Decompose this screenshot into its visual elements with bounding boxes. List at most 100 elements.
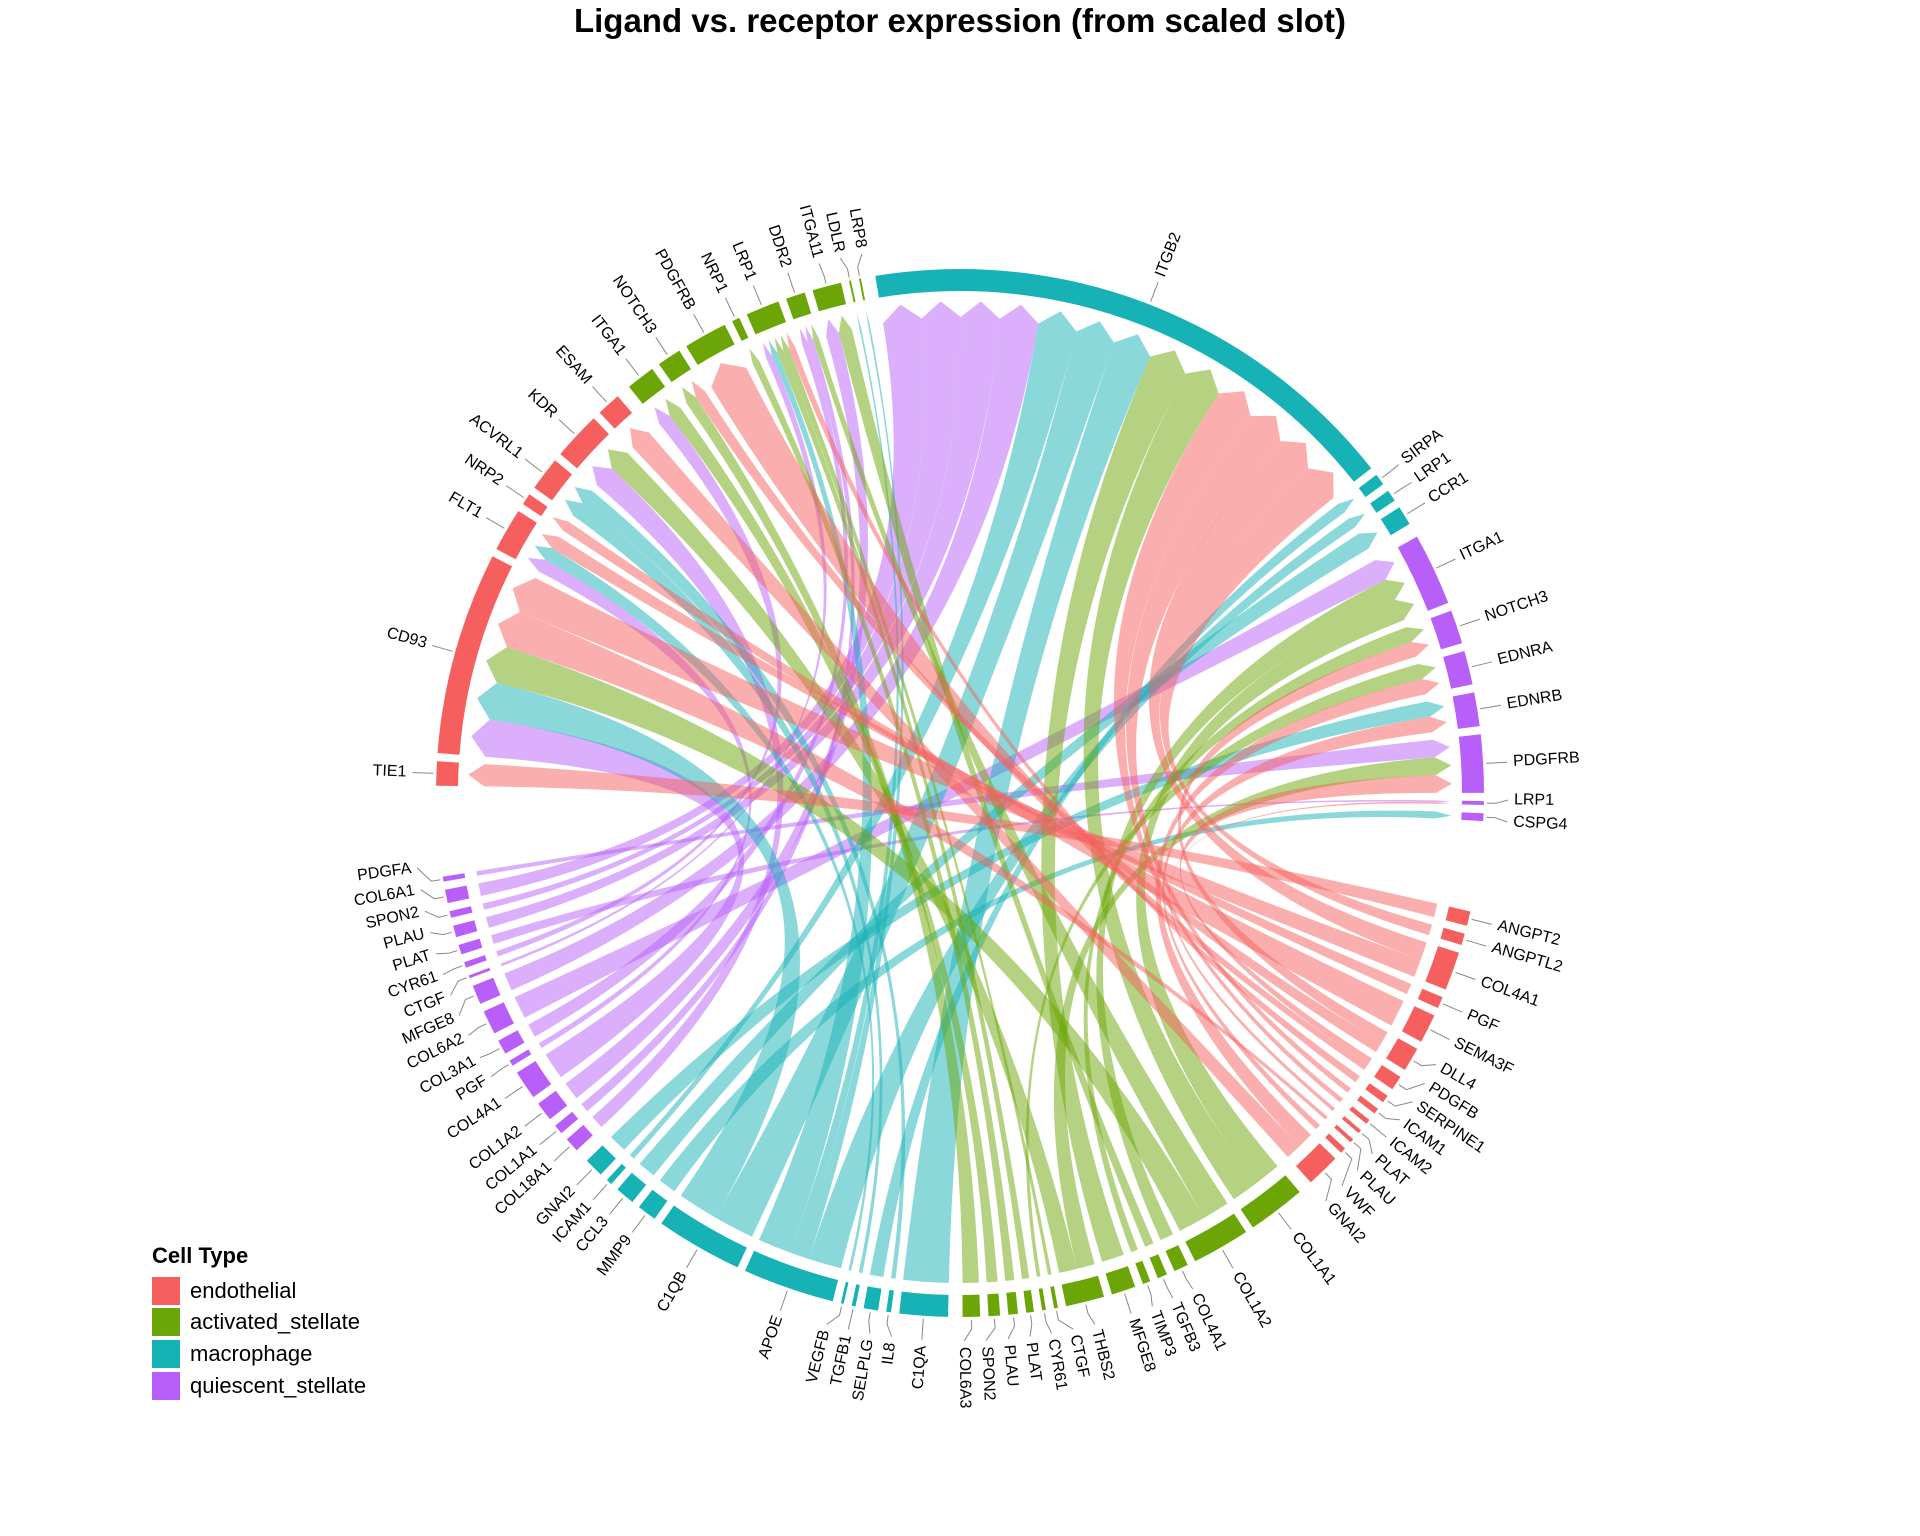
sector-arc <box>496 511 537 560</box>
label-leader <box>1480 704 1501 710</box>
label-leader <box>847 1308 854 1330</box>
link-ribbon <box>486 301 1000 928</box>
sector-label: SPON2 <box>978 1346 998 1401</box>
link-ribbon <box>500 342 827 967</box>
label-leader <box>458 995 474 1016</box>
sector-label: NRP2 <box>461 451 506 489</box>
sector-arc <box>661 1205 747 1268</box>
label-leader <box>1007 1317 1016 1340</box>
sector-arc <box>1165 1245 1188 1272</box>
sector-arc <box>1240 1175 1300 1228</box>
label-leader <box>1378 1112 1400 1121</box>
sector-label: PLAU <box>1000 1344 1021 1387</box>
legend-swatch <box>152 1339 180 1368</box>
sector-arc <box>1386 1038 1418 1070</box>
link-ribbon <box>711 363 1369 1070</box>
sector-arc <box>1374 1065 1401 1090</box>
link-ribbon <box>476 739 1450 876</box>
sector-arc <box>555 1111 579 1134</box>
label-leader <box>1353 1142 1362 1171</box>
sector-label: LRP1 <box>728 240 759 284</box>
label-leader <box>779 1290 788 1311</box>
link-ribbon <box>1083 627 1424 1253</box>
link-ribbon <box>592 466 784 1128</box>
legend-label: endothelial <box>190 1277 297 1303</box>
sector-label: NRP1 <box>697 250 731 296</box>
sector-arc <box>786 292 812 320</box>
sector-arc <box>1325 1133 1346 1153</box>
label-leader <box>1085 1304 1096 1325</box>
label-leader <box>1044 1313 1053 1334</box>
legend-swatch <box>152 1371 180 1400</box>
label-leader <box>839 257 850 278</box>
sector-arc <box>468 967 491 979</box>
label-leader <box>506 485 524 498</box>
label-leader <box>1150 281 1159 302</box>
sector-arc <box>863 1286 882 1311</box>
sector-label: LRP1 <box>1514 791 1554 809</box>
label-leader <box>1056 1311 1074 1330</box>
link-ribbon <box>715 321 1114 1237</box>
label-leader <box>430 931 452 936</box>
sector-arc <box>987 1293 1001 1317</box>
link-ribbon <box>552 517 1404 1026</box>
sector-arc <box>617 1172 647 1202</box>
chart-title: Ligand vs. receptor expression (from sca… <box>573 2 1347 39</box>
sector-arc <box>1358 474 1384 498</box>
label-leader <box>1442 1003 1463 1013</box>
sector-arc <box>732 317 749 341</box>
sector-label: PDGFRB <box>1513 749 1581 770</box>
sector-arc <box>1105 1266 1136 1295</box>
label-leader <box>1029 1315 1033 1337</box>
sector-arc <box>1349 1106 1370 1124</box>
link-ribbon <box>1159 468 1432 936</box>
label-leader <box>818 263 827 284</box>
sector-arc <box>449 906 473 918</box>
sector-arc <box>1038 1288 1046 1311</box>
label-leader <box>1398 1083 1425 1091</box>
sector-arc <box>1006 1291 1019 1315</box>
sector-arc <box>1425 946 1459 990</box>
sector-arc <box>498 1030 525 1054</box>
label-leader <box>436 950 458 955</box>
label-leader <box>1369 1123 1387 1138</box>
sector-label: CD93 <box>385 624 429 651</box>
legend-label: quiescent_stellate <box>190 1372 367 1398</box>
sector-arc <box>686 324 735 365</box>
label-leader <box>1486 761 1508 764</box>
label-leader <box>490 1064 509 1078</box>
sector-label: APOE <box>756 1314 787 1362</box>
label-leader <box>1222 1249 1234 1269</box>
sector-arc <box>1452 692 1480 729</box>
sector-label: SELPLG <box>850 1338 877 1402</box>
label-leader <box>539 1131 557 1145</box>
link-ribbon <box>1083 369 1257 1200</box>
label-leader <box>1486 816 1508 823</box>
label-leader <box>1455 971 1476 980</box>
label-leader <box>1341 1152 1353 1187</box>
sector-arc <box>606 1163 626 1185</box>
sector-arc <box>629 368 666 404</box>
sector-arc <box>1365 1083 1388 1103</box>
sector-arc <box>522 494 548 517</box>
sector-label: COL6A3 <box>956 1347 973 1409</box>
label-leader <box>857 253 863 276</box>
sector-label: NOTCH3 <box>609 273 660 337</box>
label-leader <box>485 517 505 529</box>
link-ribbon <box>629 311 1077 1159</box>
label-leader <box>609 1197 624 1215</box>
label-leader <box>450 977 467 996</box>
link-ribbon <box>903 334 1151 1283</box>
sector-arc <box>1458 734 1484 793</box>
label-leader <box>558 419 575 435</box>
label-leader <box>525 458 543 473</box>
sector-arc <box>746 301 786 335</box>
label-leader <box>504 1086 523 1099</box>
label-leader <box>868 1312 871 1334</box>
sector-arc <box>1296 1143 1336 1183</box>
link-layer <box>468 301 1452 1284</box>
sector-label: CTGF <box>1067 1333 1093 1379</box>
sector-label: FLT1 <box>446 489 486 522</box>
sector-label: ITGA1 <box>587 312 629 359</box>
